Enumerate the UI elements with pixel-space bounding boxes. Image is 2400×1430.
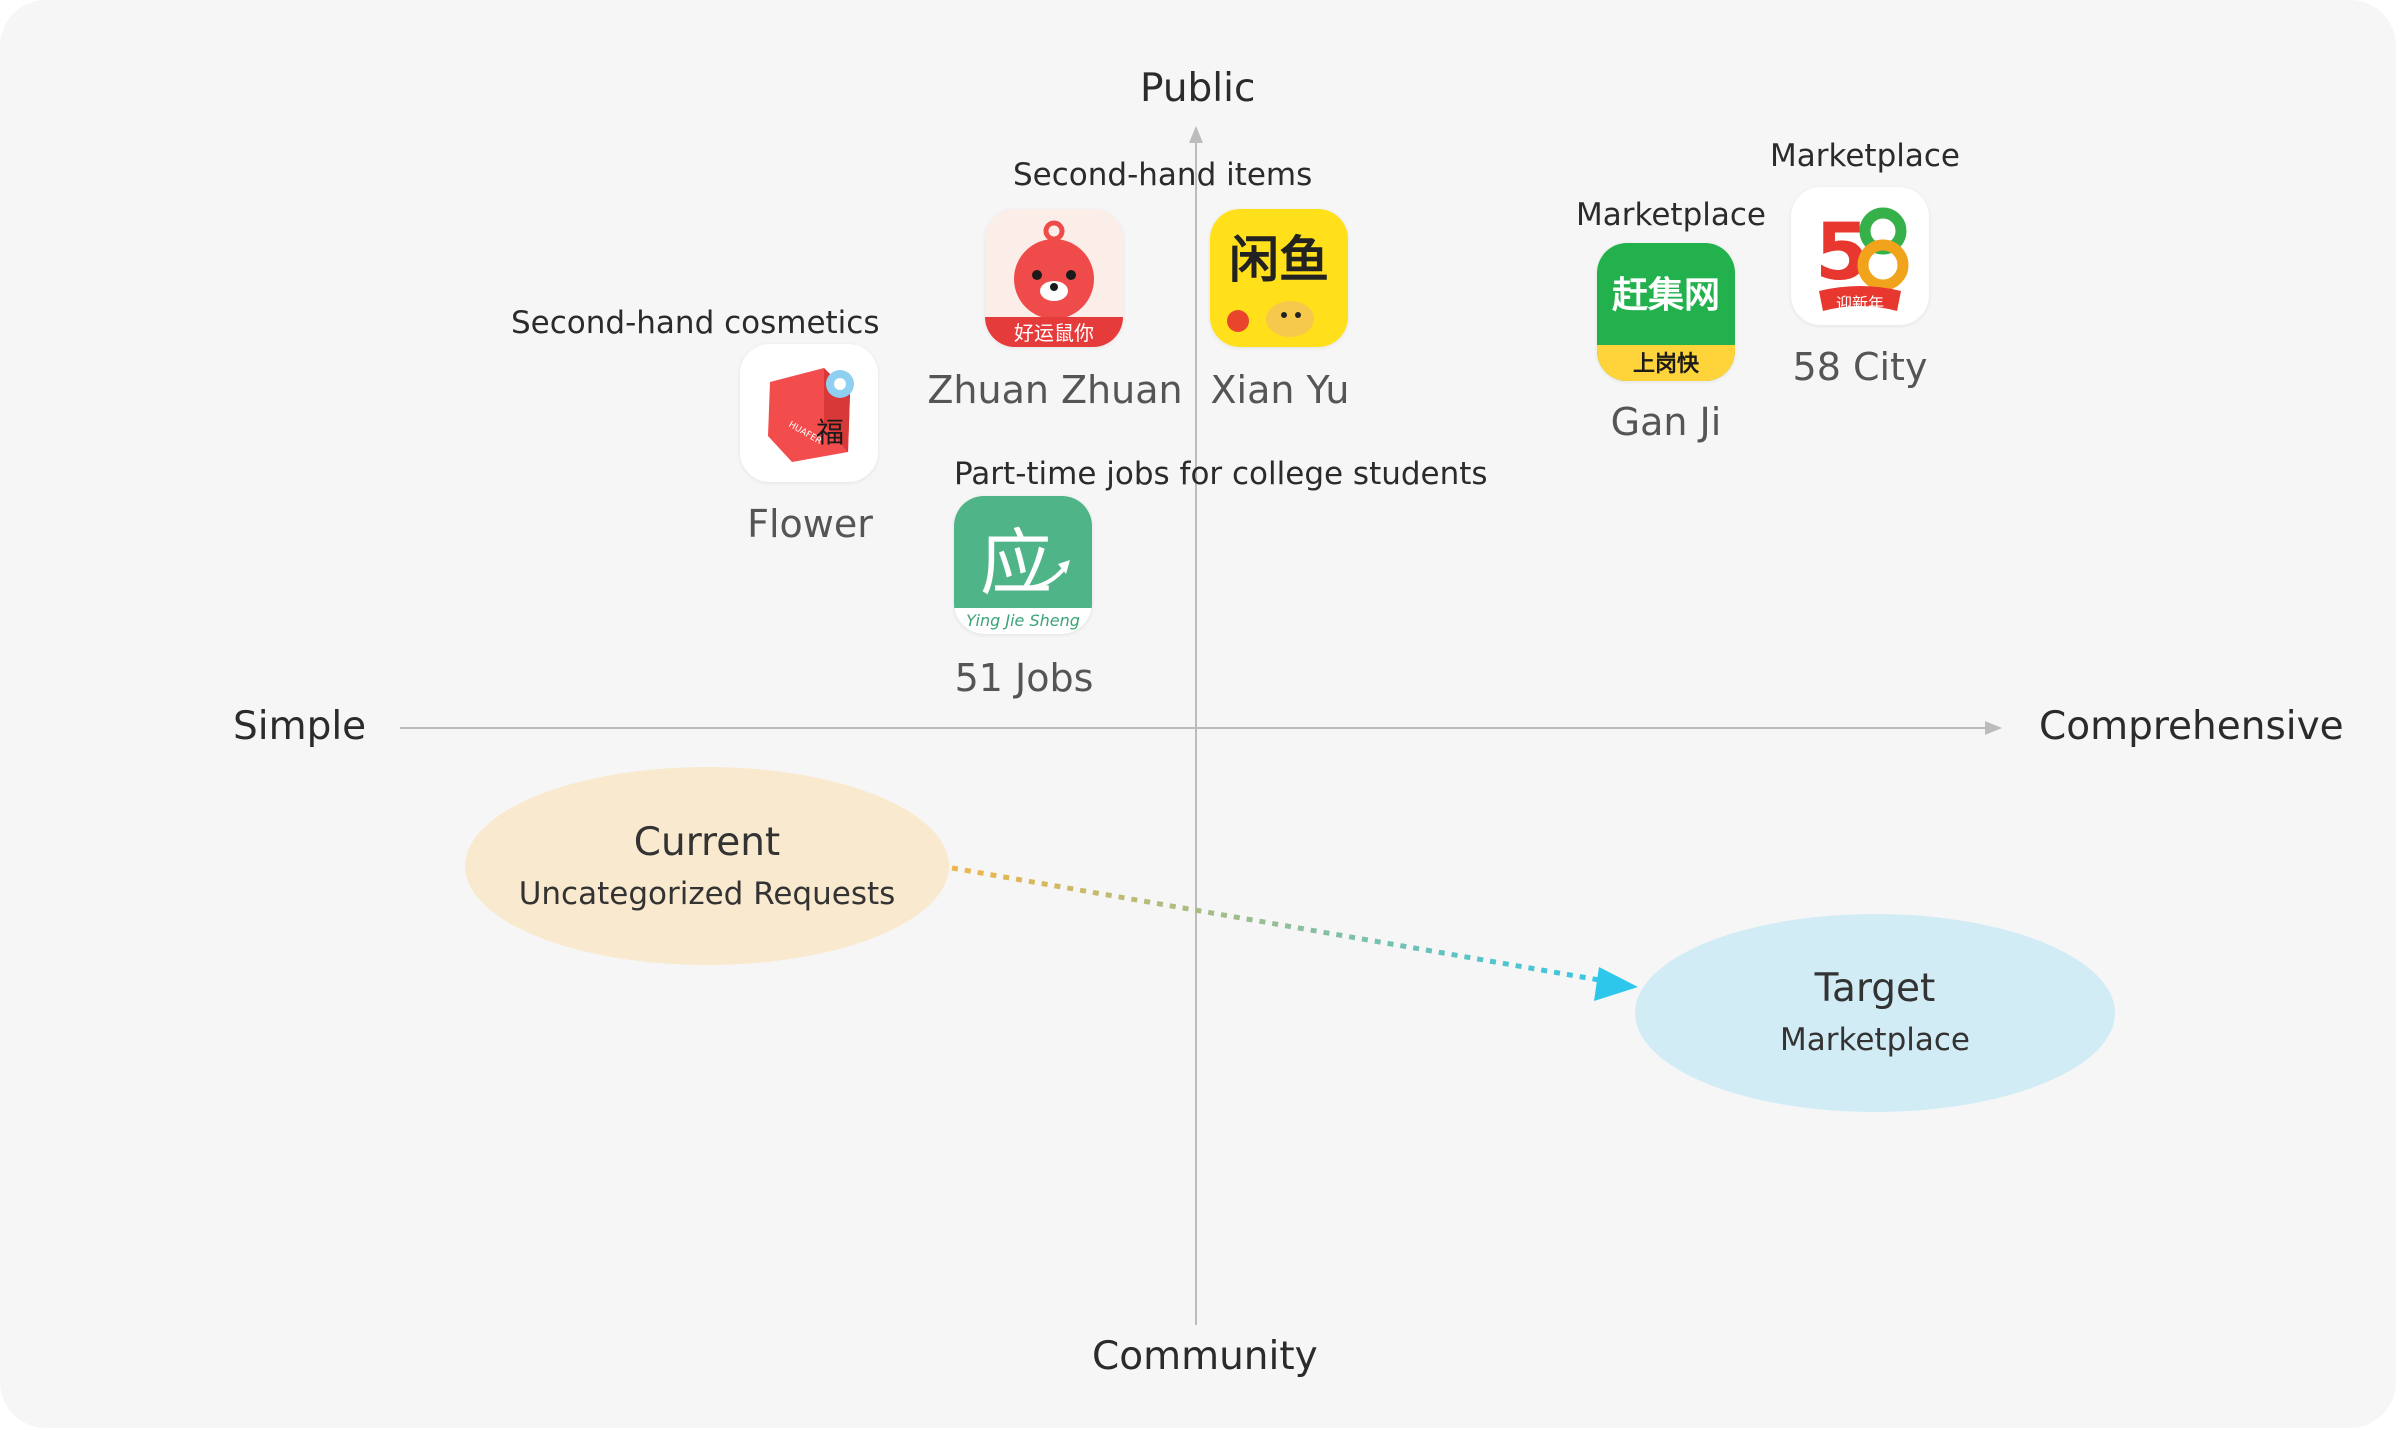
svg-text:5: 5 xyxy=(1815,208,1869,298)
category-marketplace-ganji: Marketplace xyxy=(1576,197,1766,233)
svg-text:迎新年: 迎新年 xyxy=(1836,294,1884,313)
vertical-axis-arrowhead xyxy=(1189,126,1203,143)
svg-text:好运鼠你: 好运鼠你 xyxy=(1014,321,1094,345)
flower-box-icon: HUAFER 福 xyxy=(740,344,878,482)
app-name-58city: 58 City xyxy=(1792,345,1928,389)
axis-label-top: Public xyxy=(1140,66,1256,111)
category-part-time-jobs: Part-time jobs for college students xyxy=(954,456,1488,492)
app-name-51jobs: 51 Jobs xyxy=(954,656,1094,700)
category-marketplace-58: Marketplace xyxy=(1770,138,1960,174)
58-icon: 5 迎新年 xyxy=(1791,187,1929,325)
category-second-hand-cosmetics: Second-hand cosmetics xyxy=(511,305,880,341)
app-name-zhuanzhuan: Zhuan Zhuan xyxy=(927,368,1183,412)
app-name-xianyu: Xian Yu xyxy=(1210,368,1350,412)
current-ellipse xyxy=(465,767,949,965)
transition-arrowhead xyxy=(1594,967,1638,1001)
app-name-ganji: Gan Ji xyxy=(1610,400,1722,444)
xianyu-fish-icon: 闲鱼 xyxy=(1210,209,1348,347)
axis-label-bottom: Community xyxy=(1092,1334,1318,1379)
target-title: Target xyxy=(1814,966,1936,1011)
target-subtitle: Marketplace xyxy=(1780,1022,1970,1058)
svg-text:赶集网: 赶集网 xyxy=(1612,275,1720,316)
ganji-icon: 赶集网 上岗快 xyxy=(1597,243,1735,381)
transition-arrow-line xyxy=(951,865,1606,984)
zhuanzhuan-bear-icon: 好运鼠你 xyxy=(985,209,1123,347)
horizontal-axis-arrowhead xyxy=(1985,721,2002,735)
current-title: Current xyxy=(633,820,781,865)
category-second-hand-items: Second-hand items xyxy=(1013,157,1313,193)
axis-label-left: Simple xyxy=(233,704,367,749)
svg-text:应: 应 xyxy=(980,521,1052,605)
current-subtitle: Uncategorized Requests xyxy=(518,876,896,912)
target-ellipse xyxy=(1635,914,2115,1112)
svg-text:上岗快: 上岗快 xyxy=(1633,352,1700,377)
axis-label-right: Comprehensive xyxy=(2039,704,2344,749)
app-name-flower: Flower xyxy=(747,502,873,546)
svg-text:闲鱼: 闲鱼 xyxy=(1229,231,1329,289)
svg-text:Ying Jie Sheng: Ying Jie Sheng xyxy=(966,611,1080,630)
svg-text:福: 福 xyxy=(816,416,844,449)
yingjiesheng-icon: 应 Ying Jie Sheng xyxy=(954,496,1092,634)
